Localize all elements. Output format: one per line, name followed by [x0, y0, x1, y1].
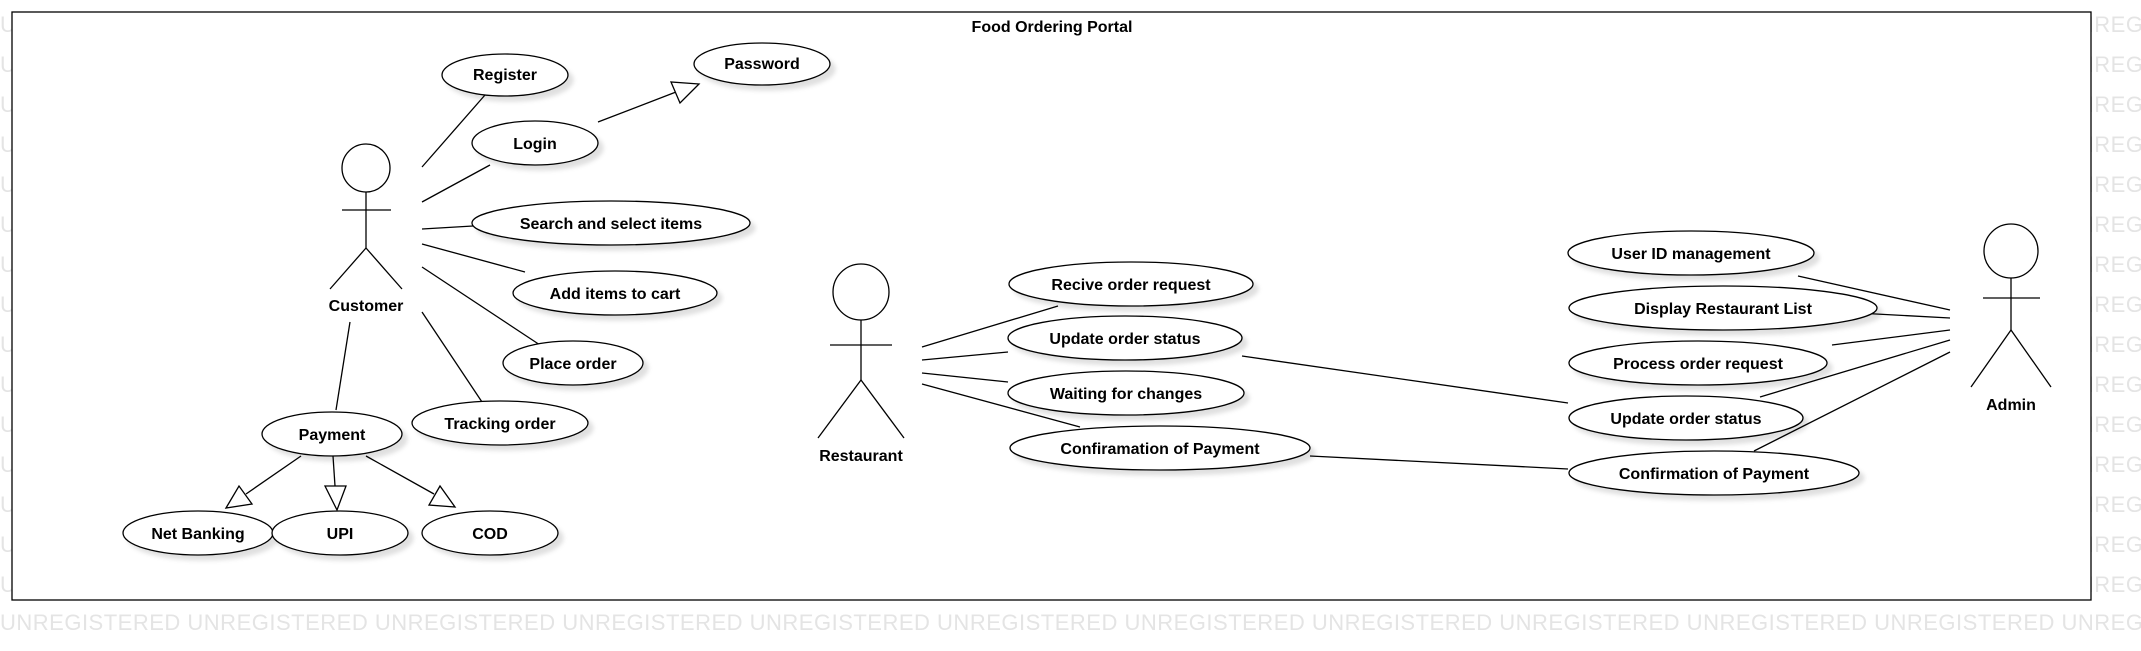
usecase-admin-confirmation-of-payment: Confirmation of Payment [1568, 450, 1860, 496]
actor-customer [329, 143, 403, 290]
actor-restaurant [817, 263, 905, 439]
gen-payment-upi-line [332, 455, 336, 487]
usecase-restaurant-confirmation-of-payment: Confiramation of Payment [1009, 425, 1311, 471]
use-cases: Register Password Login Search and selec… [122, 42, 1878, 556]
usecase-upi: UPI [271, 510, 409, 556]
svg-text:Login: Login [513, 136, 557, 153]
usecase-search-select-items: Search and select items [471, 200, 751, 246]
assoc-admin-user-id [1797, 275, 1951, 311]
assoc-restaurant-update [921, 351, 1009, 361]
assoc-confirm-to-confirm [1309, 455, 1569, 470]
usecase-receive-order-request: Recive order request [1008, 261, 1254, 307]
assoc-admin-confirm [1753, 351, 1951, 452]
assoc-customer-login [421, 164, 491, 203]
svg-text:COD: COD [472, 526, 508, 543]
svg-text:Payment: Payment [299, 427, 366, 444]
actor-restaurant-label: Restaurant [819, 448, 903, 465]
svg-text:Update order status: Update order status [1049, 331, 1200, 348]
gen-payment-cod-head [427, 484, 457, 508]
actor-admin [1970, 223, 2052, 388]
assoc-admin-process [1831, 329, 1951, 346]
svg-text:Add items to cart: Add items to cart [550, 286, 681, 303]
usecase-password: Password [693, 42, 831, 86]
usecase-cod: COD [421, 510, 559, 556]
assoc-customer-add-cart [421, 243, 526, 273]
assoc-restaurant-receive [921, 305, 1059, 348]
svg-text:Confiramation of Payment: Confiramation of Payment [1060, 441, 1260, 458]
usecase-waiting-for-changes: Waiting for changes [1007, 370, 1245, 416]
associations [335, 94, 1951, 470]
actor-admin-label: Admin [1986, 397, 2036, 414]
gen-payment-upi-head [323, 485, 347, 512]
usecase-login: Login [471, 120, 599, 166]
svg-text:Search and select items: Search and select items [520, 216, 702, 233]
assoc-customer-search [421, 225, 474, 230]
svg-text:UPI: UPI [327, 526, 354, 543]
assoc-restaurant-confirm [921, 383, 1081, 428]
gen-login-password-line [597, 91, 677, 123]
assoc-update-to-update [1241, 355, 1569, 404]
usecase-process-order-request: Process order request [1568, 340, 1828, 386]
usecase-restaurant-update-order-status: Update order status [1007, 315, 1243, 361]
gen-payment-netbanking-head [224, 484, 254, 509]
usecase-place-order: Place order [502, 340, 644, 386]
usecase-add-items-to-cart: Add items to cart [512, 270, 718, 316]
usecase-display-restaurant-list: Display Restaurant List [1568, 285, 1878, 331]
usecase-payment: Payment [261, 411, 403, 457]
assoc-customer-register [421, 94, 486, 168]
svg-text:Update order status: Update order status [1610, 411, 1761, 428]
svg-text:Confirmation of Payment: Confirmation of Payment [1619, 466, 1810, 483]
usecase-register: Register [441, 53, 569, 97]
system-title: Food Ordering Portal [972, 19, 1133, 36]
usecase-user-id-management: User ID management [1567, 230, 1815, 276]
gen-payment-cod-line [365, 455, 435, 495]
svg-text:Recive order request: Recive order request [1051, 277, 1211, 294]
gen-login-password-head [669, 81, 701, 105]
svg-text:Display Restaurant List: Display Restaurant List [1634, 301, 1813, 318]
svg-text:Tracking order: Tracking order [444, 416, 555, 433]
assoc-customer-tracking [421, 311, 485, 406]
assoc-admin-update [1759, 339, 1951, 398]
actor-customer-label: Customer [329, 298, 404, 315]
assoc-restaurant-waiting [921, 372, 1009, 383]
svg-text:Register: Register [473, 67, 537, 84]
generalizations [224, 81, 701, 512]
usecase-admin-update-order-status: Update order status [1568, 395, 1804, 441]
usecase-tracking-order: Tracking order [411, 400, 589, 446]
gen-payment-netbanking-line [245, 455, 302, 495]
assoc-customer-payment [335, 321, 351, 411]
usecase-net-banking: Net Banking [122, 510, 274, 556]
assoc-customer-place-order [421, 266, 541, 346]
svg-text:Process order request: Process order request [1613, 356, 1784, 373]
svg-text:Waiting for changes: Waiting for changes [1050, 386, 1202, 403]
svg-text:User ID management: User ID management [1611, 246, 1771, 263]
svg-text:Password: Password [724, 56, 800, 73]
svg-text:Place order: Place order [529, 356, 616, 373]
svg-text:Net Banking: Net Banking [151, 526, 244, 543]
